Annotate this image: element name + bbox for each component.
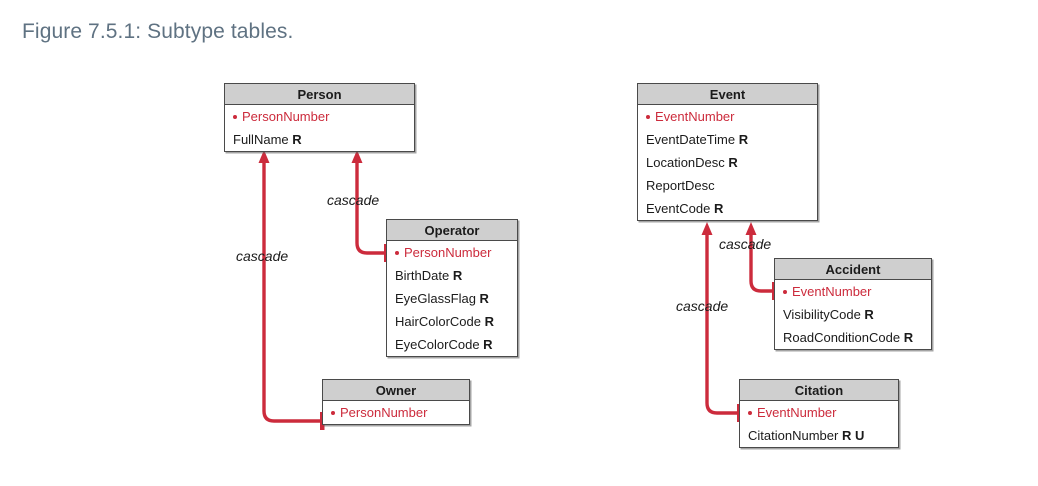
primary-key-bullet-icon [331,410,335,415]
attribute-flags: R [475,291,489,306]
attribute-flags: R [710,201,724,216]
attribute-label: PersonNumber [242,109,330,124]
primary-key-bullet-icon [646,114,650,119]
page-title: Figure 7.5.1: Subtype tables. [22,20,294,43]
attribute-row: EyeGlassFlag R [387,287,517,310]
attribute-label: VisibilityCode [783,307,861,322]
attribute-label: EyeGlassFlag [395,291,476,306]
attribute-flags: R [860,307,874,322]
attribute-flags: R [288,132,302,147]
attribute-label: EventNumber [655,109,735,124]
attribute-row: EyeColorCode R [387,333,517,356]
attribute-label: EventDateTime [646,132,736,147]
attribute-flags: R U [838,428,865,443]
primary-key-bullet-icon [783,289,787,294]
attribute-flags: R [900,330,914,345]
attribute-label: RoadConditionCode [783,330,901,345]
attribute-label: LocationDesc [646,155,725,170]
attribute-label: EventNumber [757,405,837,420]
attribute-flags: R [735,132,749,147]
entity-table-owner[interactable]: Owner PersonNumber [322,379,470,425]
attribute-label: EyeColorCode [395,337,480,352]
attribute-row: HairColorCode R [387,310,517,333]
primary-key-bullet-icon [748,410,752,415]
table-title-event: Event [638,84,817,105]
attribute-label: FullName [233,132,289,147]
cascade-label-owner-to-person: cascade [236,248,289,264]
attribute-row: LocationDesc R [638,151,817,174]
attribute-label: ReportDesc [646,178,715,193]
attribute-row: FullName R [225,128,414,151]
table-title-owner: Owner [323,380,469,401]
attribute-flags: R [449,268,463,283]
table-title-citation: Citation [740,380,898,401]
table-title-person: Person [225,84,414,105]
attribute-row: EventNumber [740,401,898,424]
attribute-row: EventNumber [775,280,931,303]
attribute-label: EventCode [646,201,711,216]
primary-key-bullet-icon [395,250,399,255]
attribute-row: ReportDesc [638,174,817,197]
table-title-operator: Operator [387,220,517,241]
attribute-row: RoadConditionCode R [775,326,931,349]
attribute-row: BirthDate R [387,264,517,287]
attribute-flags: R [479,337,493,352]
attribute-label: EventNumber [792,284,872,299]
cascade-label-citation-to-event: cascade [676,298,729,314]
table-attribute-list-owner: PersonNumber [323,401,469,424]
attribute-label: BirthDate [395,268,450,283]
attribute-label: CitationNumber [748,428,839,443]
attribute-row: PersonNumber [225,105,414,128]
table-title-accident: Accident [775,259,931,280]
attribute-flags: R [480,314,494,329]
attribute-row: CitationNumber R U [740,424,898,447]
attribute-flags: R [724,155,738,170]
cascade-label-operator-to-person: cascade [327,192,380,208]
attribute-row: PersonNumber [387,241,517,264]
connector-owner-to-person [258,150,325,430]
attribute-row: PersonNumber [323,401,469,424]
attribute-row: EventNumber [638,105,817,128]
attribute-row: EventDateTime R [638,128,817,151]
connector-citation-to-event [701,222,742,422]
attribute-row: VisibilityCode R [775,303,931,326]
primary-key-bullet-icon [233,114,237,119]
connector-accident-to-event [745,222,777,300]
attribute-label: PersonNumber [340,405,428,420]
attribute-label: PersonNumber [404,245,492,260]
attribute-row: EventCode R [638,197,817,220]
cascade-label-accident-to-event: cascade [719,236,772,252]
attribute-label: HairColorCode [395,314,481,329]
